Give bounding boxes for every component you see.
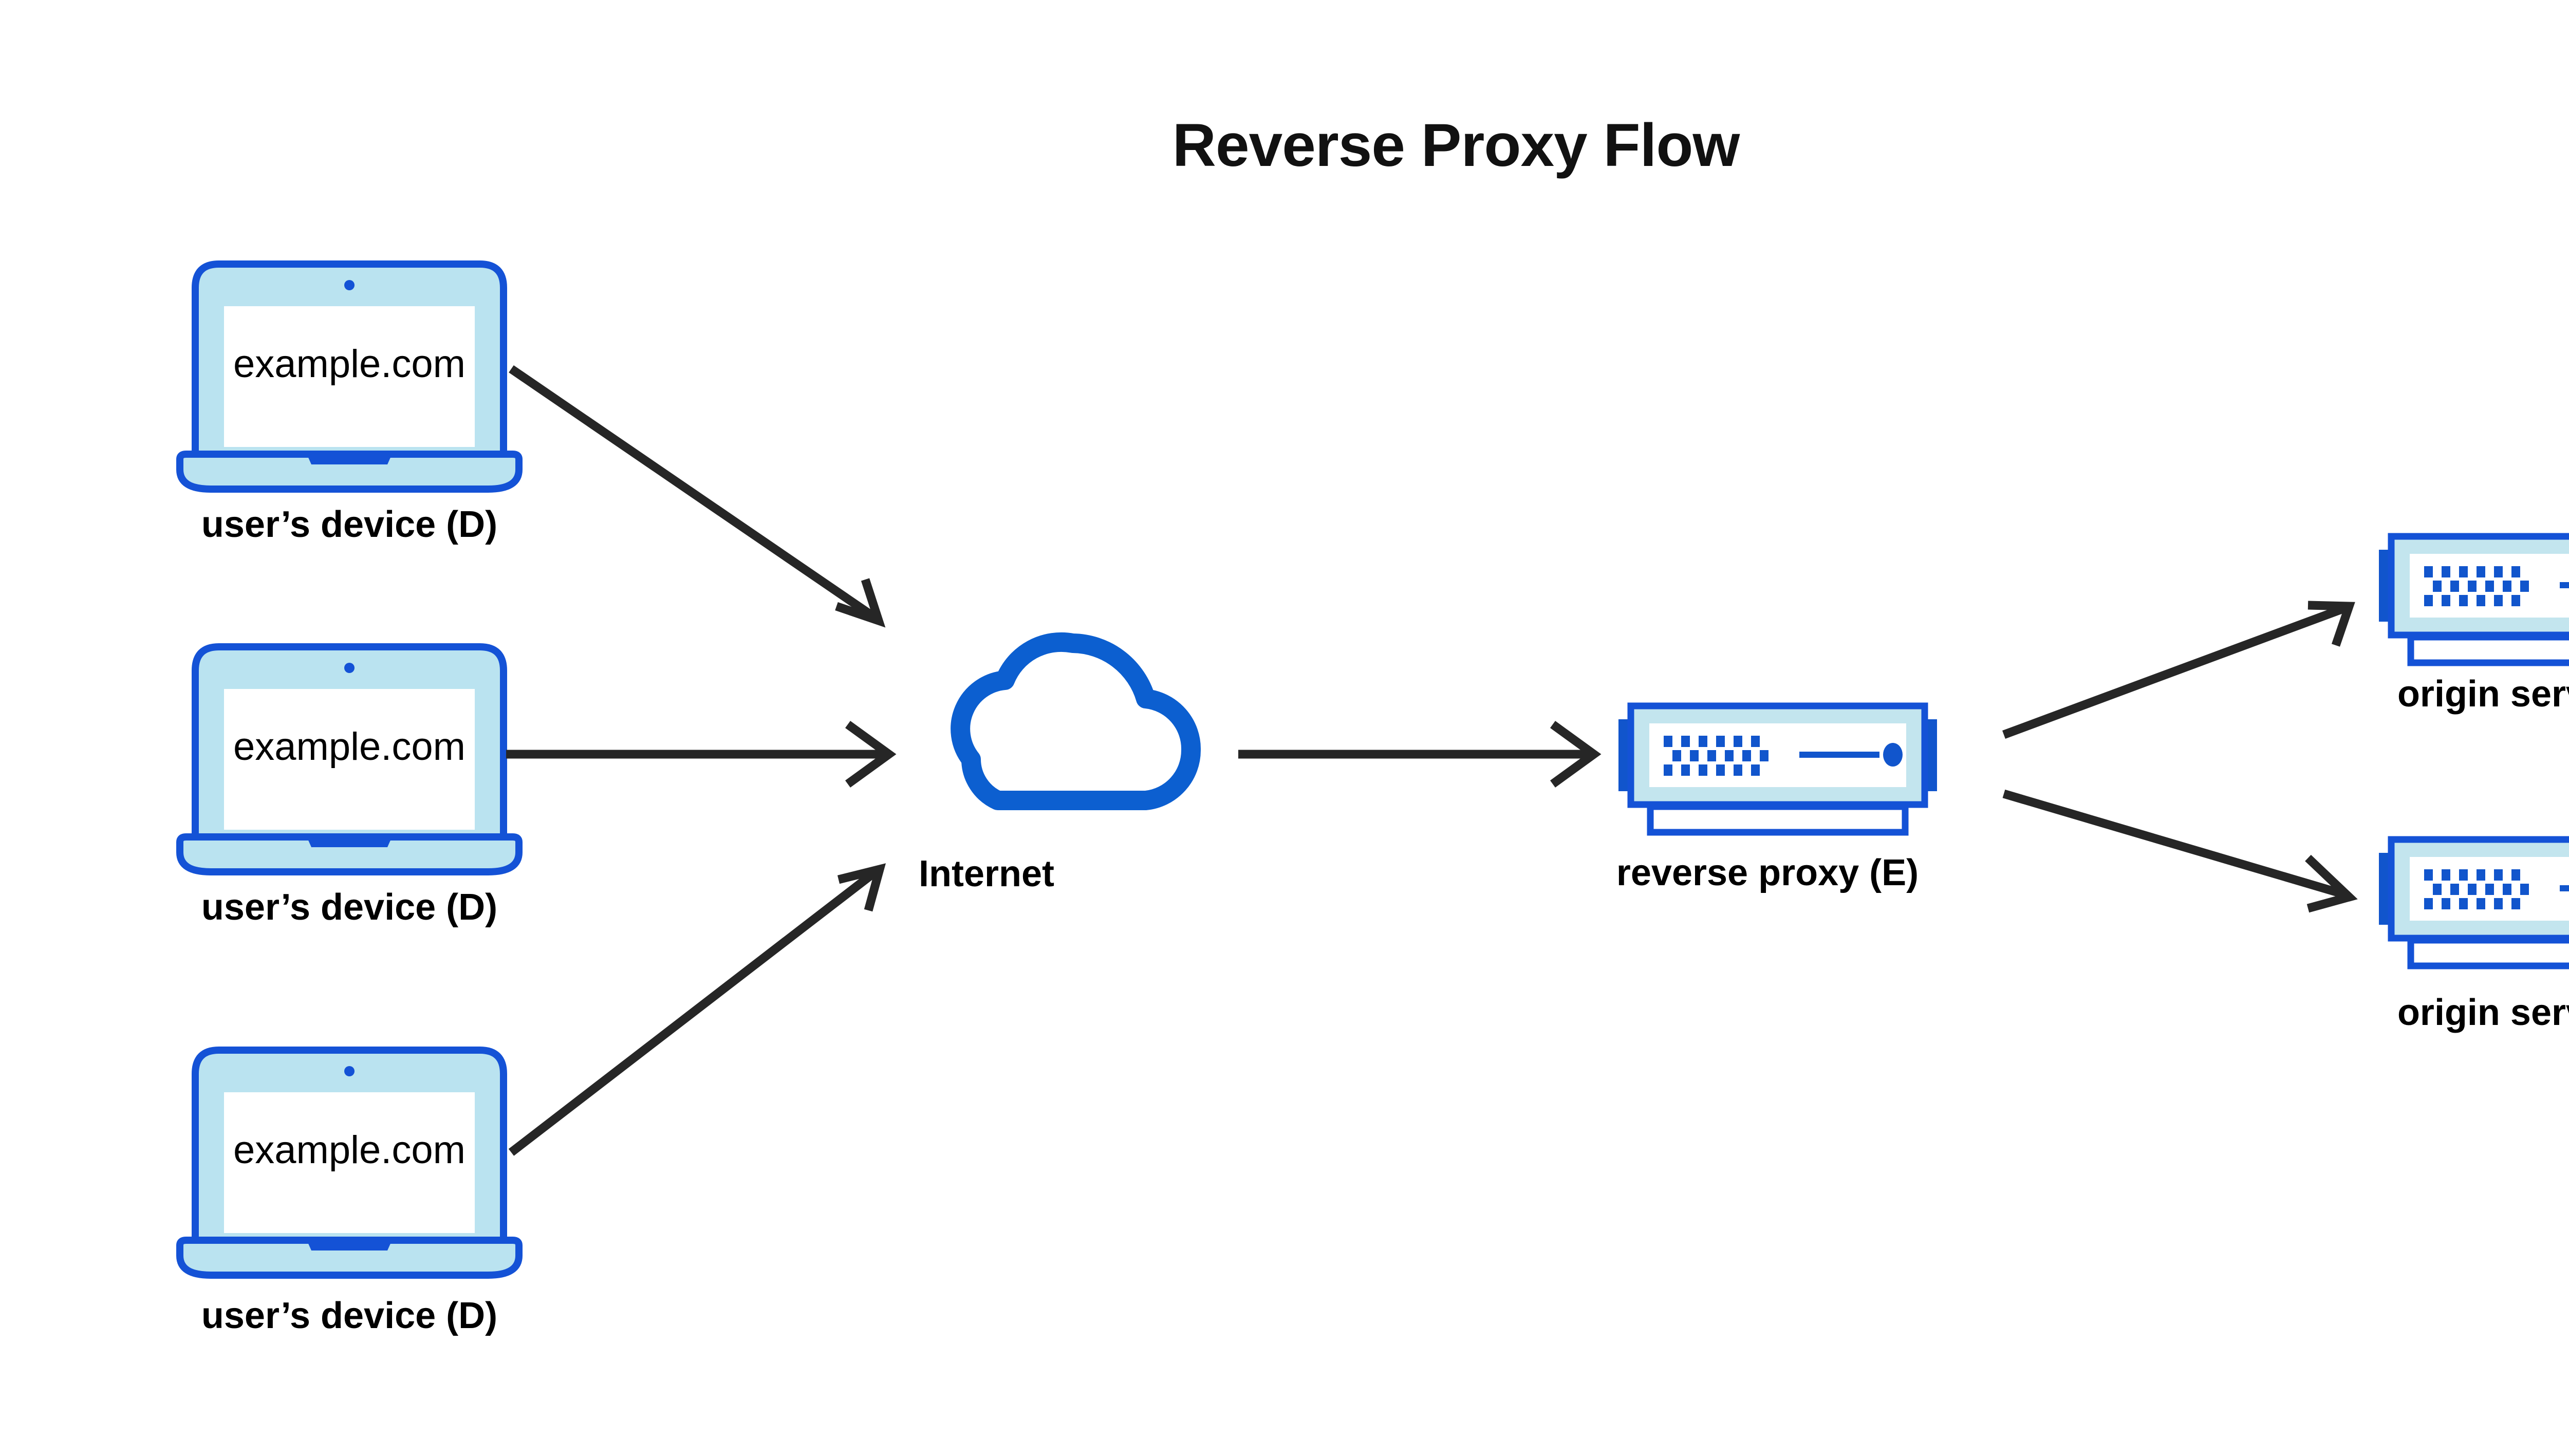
label-device-2: user’s device (D) bbox=[201, 887, 498, 928]
server-reverse-proxy bbox=[1618, 706, 1937, 832]
laptop-screen-text-1: example.com bbox=[233, 342, 466, 386]
label-origin-server-2: origin server (F) bbox=[2397, 992, 2569, 1033]
arrow-device3-to-internet bbox=[508, 863, 886, 1156]
arrow-device2-to-internet bbox=[506, 721, 897, 788]
internet-cloud-icon bbox=[960, 642, 1191, 800]
laptop-screen-text-3: example.com bbox=[233, 1128, 466, 1172]
label-internet: Internet bbox=[918, 853, 1055, 894]
label-origin-server-1: origin server (F) bbox=[2397, 674, 2569, 715]
arrow-device1-to-internet bbox=[509, 365, 886, 628]
page-title: Reverse Proxy Flow bbox=[1172, 111, 1740, 179]
label-device-3: user’s device (D) bbox=[201, 1295, 498, 1336]
arrow-reverse-proxy-to-origin2 bbox=[2002, 789, 2358, 913]
server-origin-2 bbox=[2379, 839, 2569, 966]
server-origin-1 bbox=[2379, 536, 2569, 663]
laptop-screen-text-2: example.com bbox=[233, 725, 466, 769]
label-reverse-proxy: reverse proxy (E) bbox=[1616, 852, 1919, 893]
arrow-internet-to-reverse-proxy bbox=[1238, 721, 1602, 788]
arrow-reverse-proxy-to-origin1 bbox=[2002, 601, 2355, 739]
label-device-1: user’s device (D) bbox=[201, 504, 498, 545]
